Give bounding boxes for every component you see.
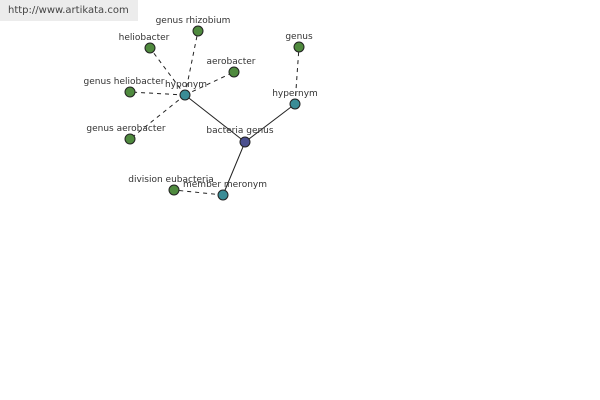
node-hyponym[interactable] <box>179 89 191 101</box>
edge-hyponym-genus_heliobacter <box>129 91 186 96</box>
edge-bacteria_genus-hyponym <box>184 94 246 143</box>
label-heliobacter: heliobacter <box>119 33 170 43</box>
edge-hypernym-genus <box>294 46 300 105</box>
edge-hyponym-aerobacter <box>184 71 235 96</box>
edge-member_meronym-division_eubacteria <box>173 189 224 196</box>
node-hypernym[interactable] <box>289 98 301 110</box>
label-division-eubacteria: division eubacteria <box>128 175 214 185</box>
node-genus[interactable] <box>293 41 305 53</box>
node-division-eubacteria[interactable] <box>168 184 180 196</box>
label-member-meronym: member meronym <box>183 180 267 190</box>
node-aerobacter[interactable] <box>228 66 240 78</box>
label-hypernym: hypernym <box>272 89 318 99</box>
node-genus-aerobacter[interactable] <box>124 133 136 145</box>
edge-hyponym-genus_rhizobium <box>184 30 199 96</box>
node-heliobacter[interactable] <box>144 42 156 54</box>
label-genus-heliobacter: genus heliobacter <box>84 77 165 87</box>
edge-hyponym-heliobacter <box>149 47 186 96</box>
graph-nodes <box>124 25 305 201</box>
graph-edges <box>129 30 300 196</box>
label-hyponym: hyponym <box>165 80 207 90</box>
label-genus-rhizobium: genus rhizobium <box>156 16 231 26</box>
label-bacteria-genus: bacteria genus <box>206 126 273 136</box>
node-member-meronym[interactable] <box>217 189 229 201</box>
edge-bacteria_genus-hypernym <box>244 103 296 143</box>
watermark-url: http://www.artikata.com <box>0 0 138 21</box>
node-bacteria-genus[interactable] <box>239 136 251 148</box>
graph-labels: bacteria genus hyponym hypernym member mero… <box>84 16 318 190</box>
label-genus: genus <box>285 32 313 42</box>
node-genus-heliobacter[interactable] <box>124 86 136 98</box>
node-genus-rhizobium[interactable] <box>192 25 204 37</box>
edge-hyponym-genus_aerobacter <box>129 94 186 140</box>
label-aerobacter: aerobacter <box>206 57 255 67</box>
label-genus-aerobacter: genus aerobacter <box>86 124 166 134</box>
edge-bacteria_genus-member_meronym <box>222 141 246 196</box>
